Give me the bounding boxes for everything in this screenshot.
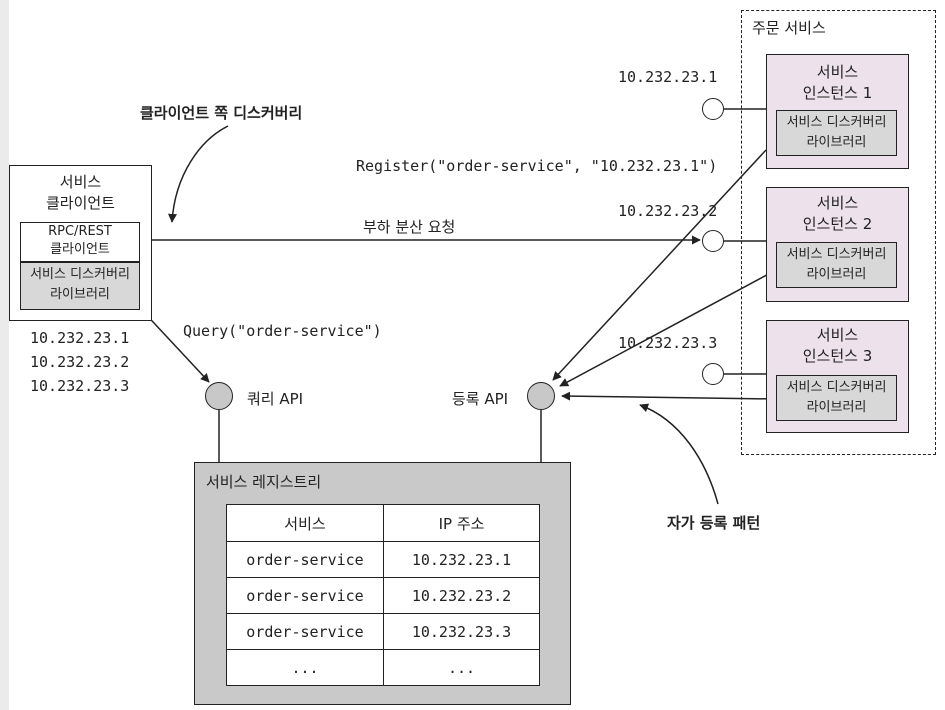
client-side-discovery-label: 클라이언트 쪽 디스커버리 (140, 104, 303, 122)
instance-2-ip: 10.232.23.2 (618, 202, 718, 220)
query-api-label: 쿼리 API (247, 390, 304, 408)
registry-cell-ip: ... (383, 649, 540, 686)
registry-cell-ip: 10.232.23.1 (383, 541, 540, 578)
client-ip-2: 10.232.23.2 (30, 353, 130, 371)
table-row: ... ... (226, 649, 540, 686)
instance-2-title: 서비스 인스턴스 2 (766, 193, 909, 235)
instance-1-lib-line1: 서비스 디스커버리 (786, 115, 887, 130)
register-arrow-3 (561, 391, 777, 401)
service-registry-title: 서비스 레지스트리 (206, 473, 322, 491)
order-service-title: 주문 서비스 (752, 19, 826, 37)
left-margin-strip (0, 0, 9, 710)
instance-2-lib-line1: 서비스 디스커버리 (786, 247, 887, 262)
instance-2-discovery-library (776, 242, 897, 288)
instance-1-title: 서비스 인스턴스 1 (766, 62, 909, 104)
register-arrow-1 (552, 149, 767, 381)
client-ip-3: 10.232.23.3 (30, 377, 130, 395)
client-lib-line1: 서비스 디스커버리 (30, 267, 130, 282)
client-side-annotation-arrow (168, 125, 229, 223)
registry-table: 서비스 IP 주소 order-service 10.232.23.1 orde… (226, 504, 540, 686)
instance-1-endpoint-circle (702, 98, 724, 120)
self-registration-annotation-arrow (639, 403, 719, 505)
table-row: order-service 10.232.23.3 (226, 613, 540, 650)
registry-header-ip: IP 주소 (383, 504, 540, 542)
client-discovery-library-box (20, 262, 140, 310)
service-client-title: 서비스 클라이언트 (9, 172, 152, 214)
client-title-line1: 서비스 (59, 173, 102, 191)
rpc-line1: RPC/REST (48, 224, 112, 239)
instance-1-lib-line2: 라이브러리 (806, 135, 867, 150)
rpc-line2: 클라이언트 (50, 242, 110, 257)
registry-cell-service: order-service (226, 541, 384, 578)
table-row: order-service 10.232.23.1 (226, 541, 540, 578)
instance-3-library-label: 서비스 디스커버리 라이브러리 (776, 378, 897, 418)
instance-1-discovery-library (776, 110, 897, 156)
client-lib-line2: 라이브러리 (50, 287, 110, 302)
registry-header-service: 서비스 (226, 504, 384, 542)
registry-cell-ip: 10.232.23.3 (383, 613, 540, 650)
order-service-group (741, 10, 936, 455)
instance-3-line2: 인스턴스 3 (802, 347, 873, 365)
register-api-circle (527, 382, 555, 410)
query-api-circle (205, 382, 233, 410)
register-arrow-2 (559, 269, 777, 387)
instance-2-library-label: 서비스 디스커버리 라이브러리 (776, 245, 897, 285)
registry-cell-service: order-service (226, 613, 384, 650)
instance-2-endpoint-circle (702, 230, 724, 252)
registry-header-row: 서비스 IP 주소 (226, 504, 540, 542)
instance-3-line1: 서비스 (816, 326, 859, 344)
instance-1-line1: 서비스 (816, 63, 859, 81)
instance-1-library-label: 서비스 디스커버리 라이브러리 (776, 113, 897, 153)
client-ip-1: 10.232.23.1 (30, 329, 130, 347)
client-discovery-library-label: 서비스 디스커버리 라이브러리 (20, 265, 140, 305)
instance-1-line2: 인스턴스 1 (802, 84, 873, 102)
self-registration-label: 자가 등록 패턴 (667, 514, 761, 532)
instance-3-lib-line2: 라이브러리 (806, 400, 867, 415)
registry-cell-ip: 10.232.23.2 (383, 577, 540, 614)
registry-cell-service: ... (226, 649, 384, 686)
instance-2-line1: 서비스 (816, 194, 859, 212)
query-call-label: Query("order-service") (183, 322, 382, 340)
instance-3-endpoint-circle (702, 363, 724, 385)
instance-2-line2: 인스턴스 2 (802, 215, 873, 233)
registry-cell-service: order-service (226, 577, 384, 614)
rpc-rest-client-box (20, 222, 140, 262)
instance-1-ip: 10.232.23.1 (618, 68, 718, 86)
register-api-label: 등록 API (452, 390, 509, 408)
instance-2-lib-line2: 라이브러리 (806, 267, 867, 282)
register-call-label: Register("order-service", "10.232.23.1") (356, 157, 718, 175)
load-balanced-request-label: 부하 분산 요청 (363, 218, 456, 236)
rpc-rest-client-label: RPC/REST 클라이언트 (20, 223, 140, 259)
instance-3-ip: 10.232.23.3 (618, 334, 718, 352)
table-row: order-service 10.232.23.2 (226, 577, 540, 614)
instance-3-discovery-library (776, 375, 897, 421)
instance-3-lib-line1: 서비스 디스커버리 (786, 380, 887, 395)
instance-3-title: 서비스 인스턴스 3 (766, 325, 909, 367)
client-title-line2: 클라이언트 (45, 194, 115, 212)
